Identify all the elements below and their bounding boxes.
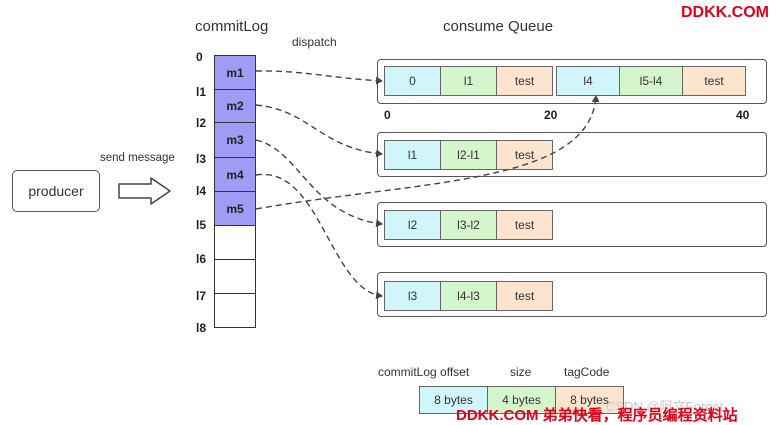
message-label: m5 — [226, 201, 244, 216]
consume-queue-title: consume Queue — [443, 18, 554, 35]
message-label: m4 — [226, 167, 244, 182]
watermark-text: CSDN @阿文Forget — [606, 399, 724, 414]
dispatch-label: dispatch — [292, 35, 337, 49]
scale-label: 40 — [736, 108, 750, 122]
commitlog-title: commitLog — [195, 18, 269, 35]
queue-size-cell: l5-l4 — [619, 66, 683, 96]
queue-tag-cell: test — [496, 66, 553, 96]
producer-box: producer — [12, 170, 100, 212]
consume-queue-row: l2 l3-l2 test — [377, 202, 767, 247]
queue-offset-cell: l4 — [556, 66, 620, 96]
queue-offset-cell: 0 — [384, 66, 441, 96]
legend-header-offset: commitLog offset — [378, 365, 470, 379]
scale-label: 0 — [384, 108, 391, 122]
commitlog-offset: l8 — [196, 321, 207, 335]
commitlog-offset: l5 — [196, 218, 207, 232]
message-label: m2 — [226, 99, 244, 113]
queue-size-cell: l3-l2 — [440, 210, 497, 240]
commitlog-offset: l7 — [196, 289, 207, 303]
dispatch-arrow-m2 — [255, 104, 383, 158]
message-label: m3 — [226, 133, 244, 147]
commitlog-offset: l4 — [196, 184, 207, 198]
commitlog-offset: l3 — [196, 152, 207, 166]
commitlog-offset: 0 — [196, 50, 203, 64]
dispatch-arrow-m3 — [255, 139, 383, 228]
commitlog-message-m5: m5 — [214, 191, 256, 226]
queue-tag-cell: test — [496, 210, 553, 240]
legend-tag-cell: 8 bytes — [555, 386, 624, 414]
queue-tag-cell: test — [496, 281, 553, 311]
dispatch-arrow-m1 — [255, 70, 383, 85]
dispatch-arrow-m5 — [255, 95, 600, 210]
send-arrow-icon — [118, 177, 171, 205]
scale-label: 20 — [544, 108, 558, 122]
consume-queue-row: l1 l2-l1 test — [377, 132, 767, 177]
queue-size-cell: l4-l3 — [440, 281, 497, 311]
commitlog-message-m2: m2 — [214, 89, 256, 123]
commitlog-message-m4: m4 — [214, 157, 256, 192]
legend-header-tag: tagCode — [564, 365, 610, 379]
message-label: m1 — [226, 65, 244, 80]
commitlog-offset: l6 — [196, 252, 207, 266]
queue-size-cell: l1 — [440, 66, 497, 96]
legend-offset-cell: 8 bytes — [419, 386, 488, 414]
queue-size-cell: l2-l1 — [440, 140, 497, 170]
commitlog-message-m1: m1 — [214, 55, 256, 90]
legend-header-size: size — [510, 365, 532, 379]
queue-offset-cell: l3 — [384, 281, 441, 311]
legend-size-cell: 4 bytes — [487, 386, 556, 414]
producer-label: producer — [28, 183, 84, 199]
consume-queue-row: 0 l1 test l4 l5-l4 test — [377, 59, 767, 104]
send-message-label: send message — [100, 152, 175, 164]
commitlog-empty-slot — [214, 293, 256, 328]
commitlog-offset: l1 — [196, 85, 207, 99]
brand-footer-text: DDKK.COM 弟弟快看，程序员编程资料站 — [456, 407, 738, 424]
queue-tag-cell: test — [682, 66, 746, 96]
commitlog-offset: l2 — [196, 116, 207, 130]
consume-queue-row: l3 l4-l3 test — [377, 272, 767, 317]
dispatch-arrow-m4 — [255, 173, 383, 300]
brand-logo-text: DDKK.COM — [681, 4, 769, 21]
queue-offset-cell: l2 — [384, 210, 441, 240]
commitlog-message-m3: m3 — [214, 122, 256, 158]
